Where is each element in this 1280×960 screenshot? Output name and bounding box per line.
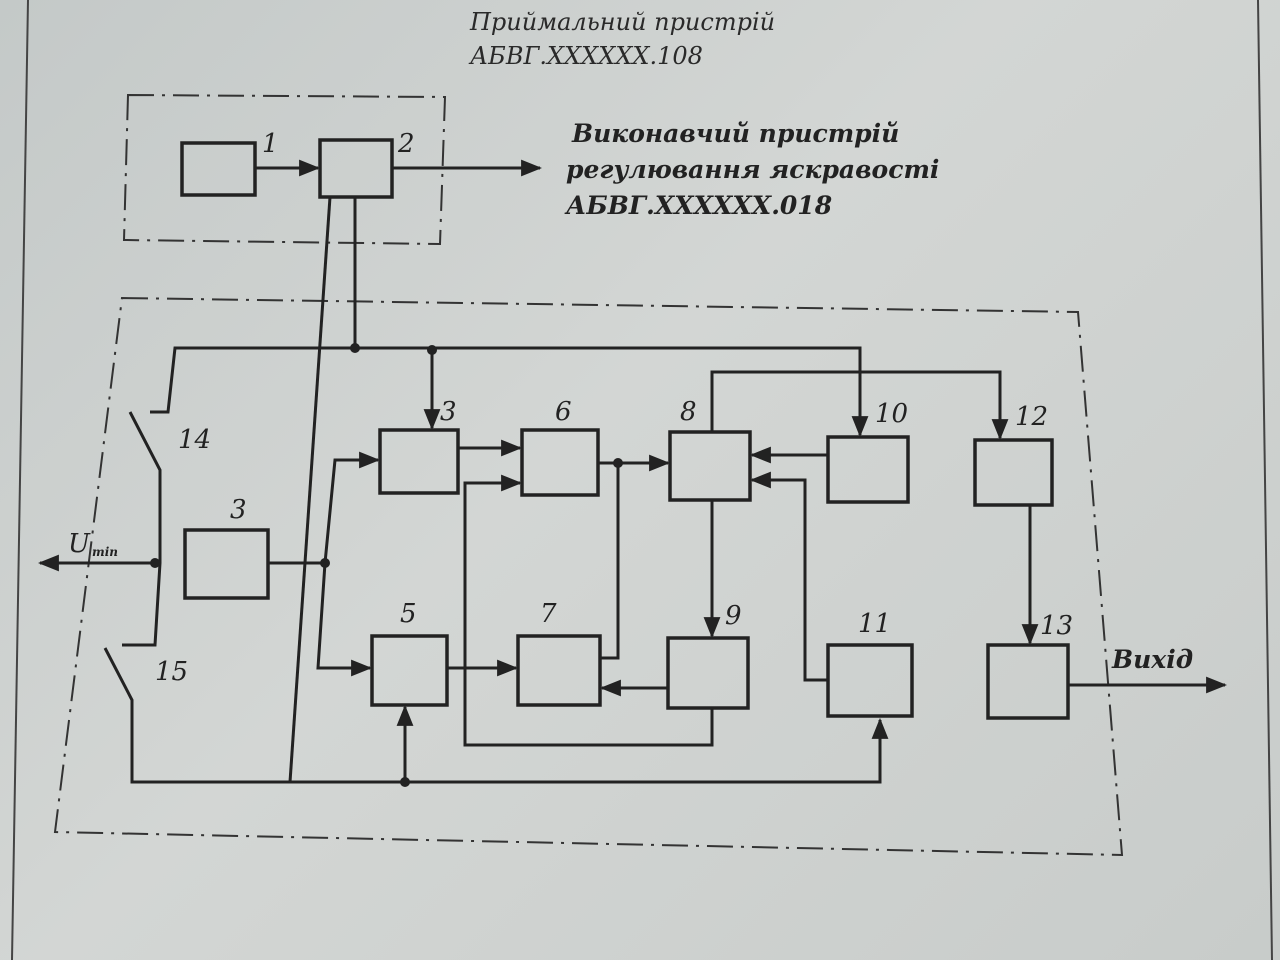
actuator-title-line1: Виконавчий пристрій [571, 119, 899, 148]
block-1: 1 [180, 129, 279, 197]
connections [37, 159, 1228, 787]
sheet-border-left [11, 0, 29, 960]
block-6: 6 [520, 397, 600, 497]
receiver-enclosure [122, 93, 447, 246]
block-5: 5 [370, 599, 449, 707]
svg-text:13: 13 [1040, 611, 1073, 641]
svg-text:1: 1 [262, 129, 279, 159]
block-9: 9 [666, 601, 750, 710]
switch-15-label: 15 [155, 657, 188, 687]
switch-14-label: 14 [178, 425, 211, 455]
block-12: 12 [973, 402, 1054, 507]
block-13: 13 [986, 611, 1073, 720]
svg-text:8: 8 [680, 397, 697, 427]
actuator-title-line2: регулювання яскравості [566, 155, 939, 184]
main-enclosure [53, 296, 1124, 857]
block-10: 10 [826, 399, 910, 504]
block-7: 7 [516, 599, 602, 707]
svg-text:5: 5 [400, 599, 417, 629]
output-label: Вихід [1111, 645, 1193, 674]
block-11: 11 [826, 609, 914, 718]
u-min-label: U [68, 529, 91, 559]
svg-text:11: 11 [858, 609, 891, 639]
block-3-top: 3 [378, 397, 460, 495]
svg-text:7: 7 [540, 599, 557, 629]
svg-text:10: 10 [875, 399, 908, 429]
u-min-subscript: min [92, 545, 118, 559]
svg-text:3: 3 [440, 397, 457, 427]
block-8: 8 [668, 397, 752, 502]
block-2: 2 [318, 129, 415, 199]
receiver-code: АБВГ.XXXXXX.108 [468, 42, 703, 70]
svg-text:6: 6 [555, 397, 572, 427]
svg-text:12: 12 [1015, 402, 1048, 432]
block-3-left: 3 [183, 495, 270, 600]
receiver-title: Приймальний пристрій [469, 8, 775, 36]
svg-text:9: 9 [725, 601, 742, 631]
svg-text:2: 2 [397, 129, 415, 159]
sheet-border-right [1257, 0, 1273, 960]
actuator-code: АБВГ.XXXXXX.018 [564, 191, 832, 220]
svg-text:3: 3 [230, 495, 247, 525]
